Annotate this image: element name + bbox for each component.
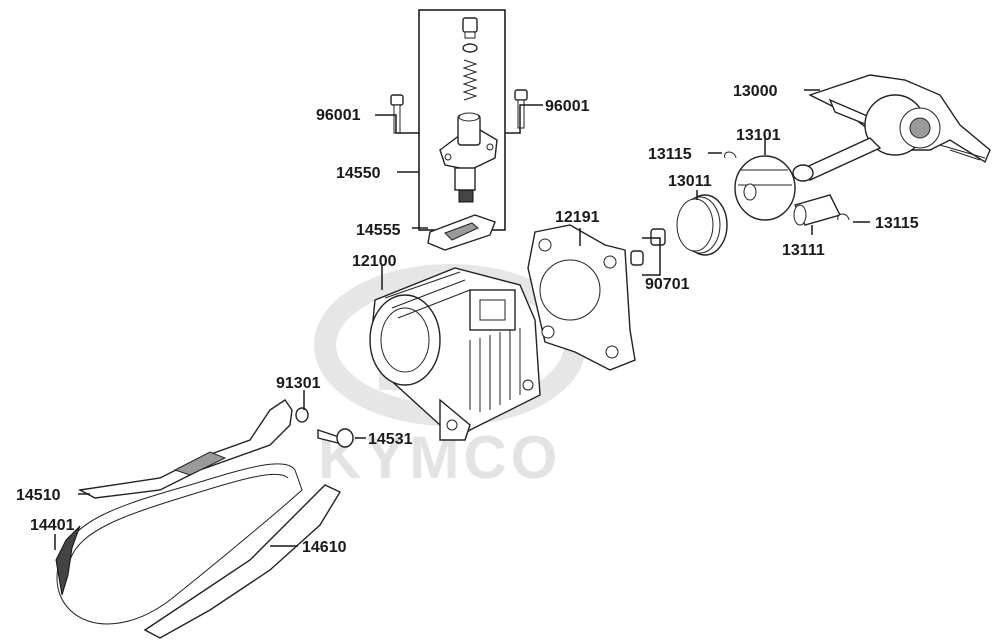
crankshaft [792, 74, 991, 182]
piston-pin-circlip-upper [724, 151, 737, 159]
callout-12191: 12191 [555, 209, 600, 226]
piston [734, 155, 796, 221]
tensioner-pivot-bolt [317, 428, 354, 448]
callout-14555: 14555 [356, 222, 401, 239]
callout-90701: 90701 [645, 276, 690, 293]
cam-chain-tensioner-guide [77, 399, 293, 499]
callout-96001-right: 96001 [545, 98, 590, 115]
callout-13115-lower: 13115 [875, 215, 919, 232]
cylinder-block [369, 267, 541, 441]
leader-lines [54, 89, 870, 550]
piston-pin-circlip-lower [837, 213, 850, 221]
cam-chain [55, 463, 303, 625]
callout-13101: 13101 [736, 127, 781, 144]
callout-96001-left: 96001 [316, 107, 361, 124]
tensioner-washer [462, 43, 478, 53]
piston-pin [793, 194, 842, 226]
tensioner-spring [462, 59, 478, 101]
cam-chain-tensioner [439, 112, 498, 203]
callout-14510: 14510 [16, 487, 61, 504]
watermark-text: KYMCO [318, 424, 561, 491]
callout-12100: 12100 [352, 253, 397, 270]
tensioner-bolt-right [514, 89, 528, 129]
piston-rings [676, 194, 728, 256]
callout-91301: 91301 [276, 375, 321, 392]
dowel-pin-upper [650, 228, 666, 246]
tensioner-bolt-cap [462, 17, 478, 39]
callout-13000: 13000 [733, 83, 778, 100]
callout-13111: 13111 [782, 242, 825, 259]
callout-14531: 14531 [368, 431, 413, 448]
tensioner-gasket [427, 214, 496, 251]
tensioner-bolt-left [390, 94, 404, 134]
callout-13115-upper: 13115 [648, 146, 692, 163]
cylinder-base-gasket [527, 224, 636, 371]
pivot-washer [295, 407, 309, 423]
cam-chain-guide [143, 484, 342, 639]
callout-13011: 13011 [668, 173, 712, 190]
callout-14550: 14550 [336, 165, 381, 182]
callout-14401: 14401 [30, 517, 75, 534]
dowel-pin-lower [630, 250, 644, 266]
callout-14610: 14610 [302, 539, 347, 556]
